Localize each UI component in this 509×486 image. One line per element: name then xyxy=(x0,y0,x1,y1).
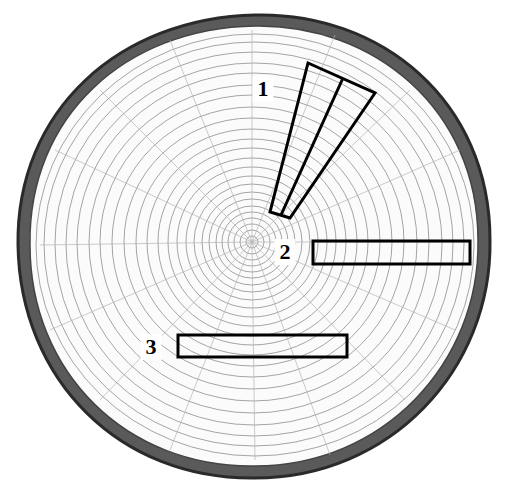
callout-number: 3 xyxy=(141,334,162,360)
wood-rays xyxy=(40,30,470,460)
callout-number: 1 xyxy=(253,76,274,102)
bark xyxy=(18,15,490,478)
wood xyxy=(30,26,478,466)
tangential-sample-outline xyxy=(178,335,347,357)
radial-sample-outline xyxy=(313,241,470,264)
wedge-sample-outline xyxy=(270,63,375,218)
wedge-divider xyxy=(281,78,343,215)
callout-number: 2 xyxy=(275,239,296,265)
growth-rings xyxy=(36,34,474,456)
